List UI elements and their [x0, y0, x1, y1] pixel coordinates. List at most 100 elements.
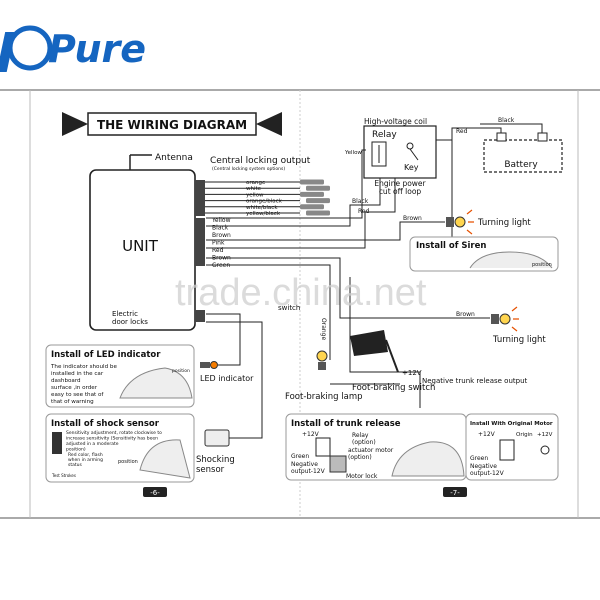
logo-text: Pure	[48, 27, 146, 71]
trunk-release-panel: Install of trunk release +12V Relay(opti…	[285, 413, 467, 481]
brake-lamp-icon	[316, 350, 328, 370]
original-motor-panel: Install With Original Motor +12V Origin …	[465, 413, 559, 481]
diagram-title: THE WIRING DIAGRAM	[97, 118, 247, 132]
side-wire-label: Black	[212, 225, 229, 232]
shock-position-label: position	[118, 459, 138, 465]
original-motor-plus12b-label: +12V	[537, 432, 553, 438]
relay-label: Relay	[372, 130, 397, 140]
shock-module-icon	[204, 429, 230, 447]
central-wire-label: white/black	[246, 205, 278, 211]
key-contact-icon	[406, 142, 414, 150]
central-locking-sub-label: (Central locking system options)	[212, 166, 285, 172]
key-label: Key	[404, 163, 419, 172]
trunk-actuator-label: actuator motor(option)	[348, 447, 394, 461]
foot-braking-lamp-label: Foot-braking lamp	[285, 392, 363, 402]
central-wire-label: yellow/black	[246, 211, 281, 217]
actuator-motor-icon	[329, 455, 347, 473]
original-motor-origin-label: Origin	[516, 432, 533, 438]
turning-light-bottom-wire-label: Brown	[456, 311, 475, 318]
battery-label: Battery	[504, 160, 538, 170]
battery-black-wire-label: Black	[498, 117, 515, 124]
bulb-icon	[446, 209, 474, 235]
foot-braking-switch-label: Foot-braking switch	[352, 383, 435, 393]
connector-plug-icon	[306, 185, 330, 191]
side-wire-label: Yellow	[211, 217, 231, 224]
central-locking-output: Central locking output (Central locking …	[205, 156, 330, 217]
page-numbers: -6- -7-	[143, 487, 467, 497]
trunk-plus12-label: +12V	[302, 431, 320, 438]
connector-plug-icon	[300, 204, 324, 210]
original-relay-icon	[499, 439, 515, 461]
connector-plug-icon	[300, 191, 324, 197]
side-wire-label: Brown	[212, 232, 231, 239]
relay-yellow-wire-label: Yellow	[344, 150, 362, 156]
relay-black-wire-label: Black	[352, 198, 369, 205]
turning-light-bottom: Brown Turning light	[206, 257, 546, 345]
trunk-relay-icon	[315, 437, 331, 457]
connector-plug-icon	[300, 179, 324, 185]
page-number-right: -7-	[450, 489, 460, 497]
unit-label: UNIT	[122, 237, 159, 255]
shock-sensor-icon	[52, 432, 62, 454]
siren-title: Install of Siren	[416, 241, 486, 251]
watermark: trade.china.net	[175, 272, 427, 314]
original-motor-plus12-label: +12V	[478, 431, 496, 438]
turning-light-top-label: Turning light	[477, 218, 531, 228]
connector-plug-icon	[306, 210, 330, 216]
shock-led-note: Red color, flash when in arming status	[68, 452, 104, 468]
origin-motor-icon	[540, 445, 550, 455]
central-wire-label: yellow	[246, 192, 264, 198]
led-title: Install of LED indicator	[51, 350, 161, 360]
unit-connector	[195, 180, 205, 322]
relay-box: High-voltage coil Relay Key Engine power…	[206, 117, 437, 249]
side-wire-label: Pink	[212, 240, 225, 247]
bulb-icon-bottom	[491, 306, 519, 332]
led-icon	[200, 361, 218, 369]
led-indicator-panel: Install of LED indicator The indicator s…	[45, 313, 254, 408]
connector-plug-icon	[306, 198, 330, 204]
original-motor-green-label: Green	[470, 455, 488, 462]
turning-light-bottom-label: Turning light	[492, 335, 546, 345]
motor-lock-label: Motor lock	[346, 473, 378, 480]
central-wire-label: orange	[246, 180, 266, 186]
turning-light-top-wire-label: Brown	[403, 215, 422, 222]
car-side-icon	[119, 367, 193, 399]
switch-partial-label: switch	[278, 304, 300, 312]
negative-trunk-output-label: Negative trunk release output	[422, 377, 528, 385]
high-voltage-coil-label: High-voltage coil	[364, 117, 427, 126]
relay-red-wire-label: Red	[358, 208, 370, 215]
foot-brake: Orange +12V Foot-braking switch Foot-bra…	[206, 264, 435, 402]
shock-title: Install of shock sensor	[51, 419, 160, 429]
trunk-relay-label: Relay(option)	[352, 432, 376, 446]
orange-wire-label: Orange	[320, 318, 327, 340]
trunk-output-wire	[349, 277, 421, 408]
battery: Battery Red Black	[436, 117, 563, 240]
led-indicator-label: LED indicator	[200, 374, 254, 383]
trunk-car-icon	[391, 441, 465, 477]
brake-plus12-label: +12V	[402, 369, 422, 377]
trunk-green-label: Green	[291, 453, 309, 460]
led-position-label: position	[172, 368, 190, 374]
shock-test-label: Test Strokes	[51, 473, 76, 478]
original-motor-title: Install With Original Motor	[470, 421, 553, 427]
battery-red-wire-label: Red	[456, 128, 468, 135]
siren-position-label: position	[532, 262, 552, 268]
page-number-left: -6-	[150, 489, 160, 497]
central-wire-label: orange/black	[246, 199, 283, 205]
shock-sensor-panel: Install of shock sensor Sensitivity adju…	[45, 413, 195, 483]
antenna-label: Antenna	[155, 153, 193, 163]
car-front-icon	[469, 251, 553, 269]
shock-description: Sensitivity adjustment, rotate clockwise…	[66, 430, 163, 453]
led-description: The indicator should be installed in the…	[50, 364, 119, 405]
pure-logo: Pure	[0, 25, 146, 72]
trunk-title: Install of trunk release	[291, 419, 401, 429]
central-locking-output-label: Central locking output	[210, 156, 311, 166]
